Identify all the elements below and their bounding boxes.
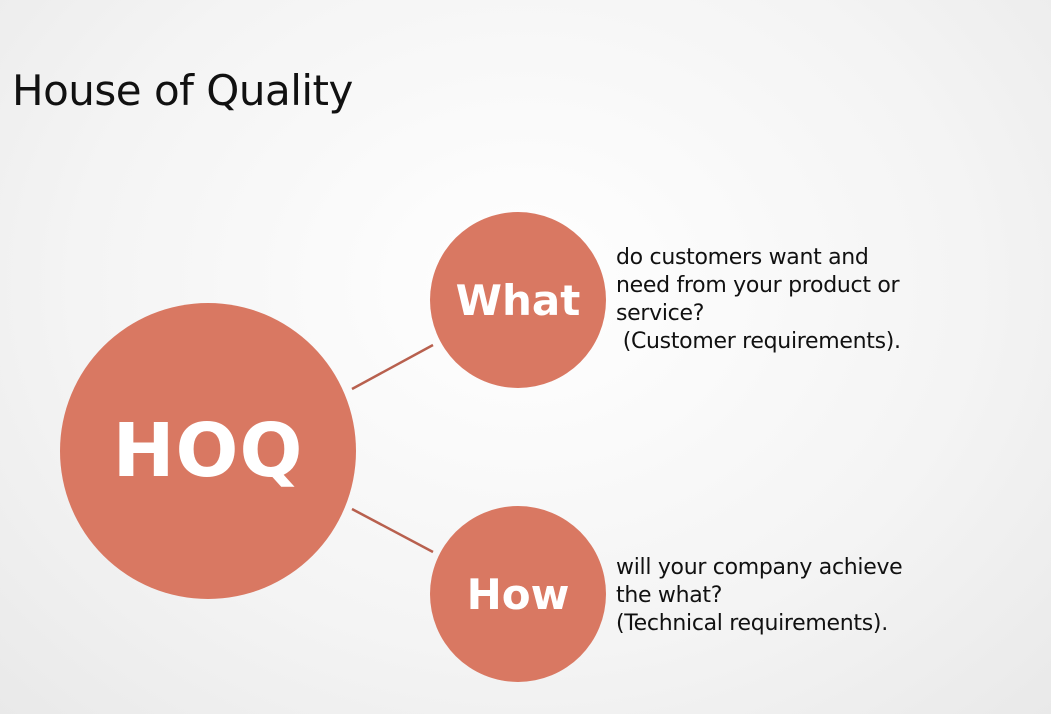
- how-description: will your company achieve the what? (Tec…: [616, 555, 903, 636]
- connector-how: [351, 507, 434, 554]
- how-circle: How: [430, 506, 606, 682]
- hoq-circle: HOQ: [60, 303, 356, 599]
- what-label: What: [455, 275, 581, 325]
- connector-what: [351, 343, 434, 391]
- what-circle: What: [430, 212, 606, 388]
- slide-title: House of Quality: [12, 66, 353, 115]
- what-description: do customers want and need from your pro…: [616, 245, 901, 354]
- hoq-label: HOQ: [112, 408, 304, 494]
- how-label: How: [466, 569, 570, 619]
